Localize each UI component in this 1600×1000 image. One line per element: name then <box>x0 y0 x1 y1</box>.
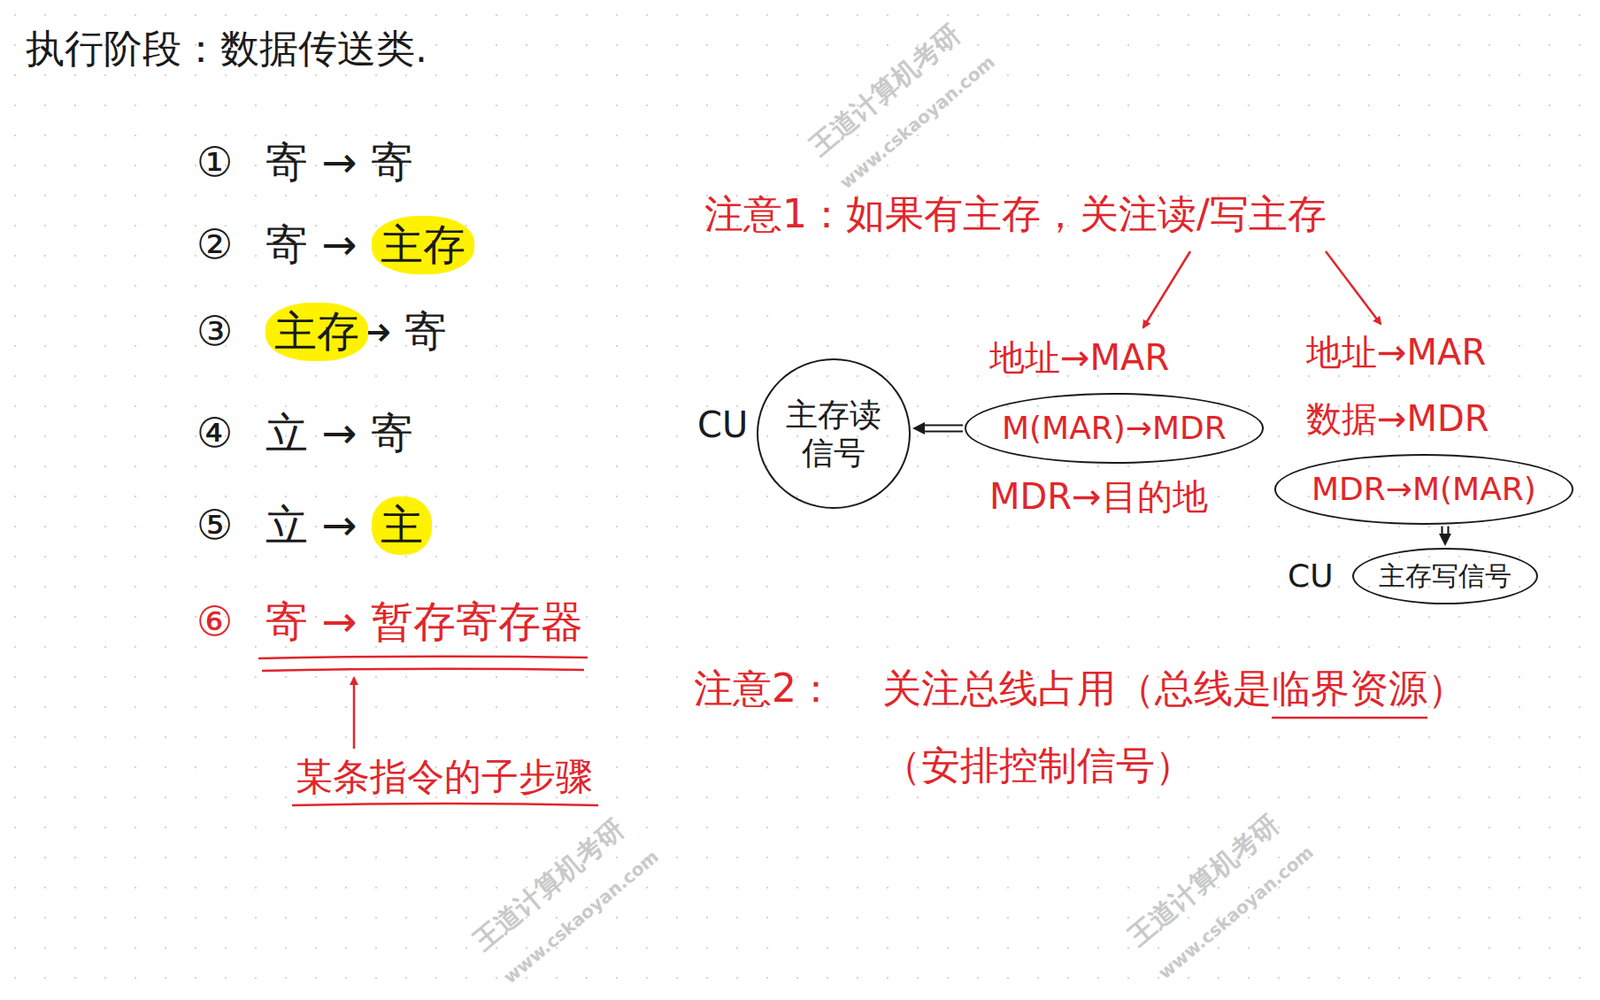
node-text: 主存写信号 <box>1378 560 1512 593</box>
leader-arrow <box>353 677 356 749</box>
highlight-mark: 主 <box>371 496 432 555</box>
leader-arrow <box>1143 251 1191 328</box>
connector <box>923 423 963 426</box>
transfer-text: → 寄 <box>355 306 447 358</box>
underline <box>1271 716 1428 720</box>
transfer-text: 立 → 寄 <box>265 407 414 460</box>
signal-ellipse: 主存读 信号 <box>756 358 911 509</box>
highlight-mark: 主存 <box>371 215 475 275</box>
transfer-text: 寄 → <box>265 219 357 271</box>
note-text: 注意2： <box>693 665 836 713</box>
underline <box>261 669 585 671</box>
highlight-mark: 主存 <box>265 302 369 362</box>
step-text: 数据→MDR <box>1306 397 1490 440</box>
signal-ellipse: MDR→M(MAR) <box>1274 453 1574 524</box>
node-text: 主存 <box>380 219 466 271</box>
signal-ellipse: M(MAR)→MDR <box>964 392 1264 463</box>
connector <box>923 430 963 432</box>
node-text: MDR→M(MAR) <box>1311 469 1537 508</box>
callout-number: ⑤ <box>196 500 233 550</box>
signal-ellipse: 主存写信号 <box>1352 547 1539 605</box>
callout-number: ① <box>196 138 233 187</box>
note-text: （安排控制信号） <box>882 742 1194 790</box>
step-text: 地址→MAR <box>989 336 1170 379</box>
note-text: 关注总线占用（总线是临界资源） <box>882 665 1467 713</box>
leader-arrow <box>1325 251 1381 324</box>
diagram-title: 执行阶段：数据传送类. <box>25 25 428 73</box>
arrow-head <box>912 422 925 435</box>
callout-number: ④ <box>196 408 233 458</box>
step-text: MDR→目的地 <box>989 475 1208 518</box>
node-text: 主存 <box>274 306 360 358</box>
callout-number: ③ <box>196 307 233 356</box>
unit-name: CU <box>697 403 748 447</box>
node-text: 主存读 信号 <box>777 395 890 472</box>
underline <box>258 656 588 659</box>
step-text: 地址→MAR <box>1306 330 1486 374</box>
underline <box>292 803 599 806</box>
callout-number: ② <box>196 220 233 270</box>
transfer-text: 寄 → 暂存寄存器 <box>265 596 584 648</box>
arrow-head <box>1438 533 1452 547</box>
transfer-text: 立 → <box>265 500 357 552</box>
note-text: 某条指令的子步骤 <box>295 754 593 800</box>
node-text: 主 <box>380 500 424 552</box>
note-text: 注意1：如果有主存，关注读/写主存 <box>704 191 1327 239</box>
callout-number: ⑥ <box>196 597 233 647</box>
node-text: M(MAR)→MDR <box>1001 408 1227 447</box>
unit-name: CU <box>1287 556 1334 595</box>
transfer-text: 寄 → 寄 <box>265 137 414 189</box>
